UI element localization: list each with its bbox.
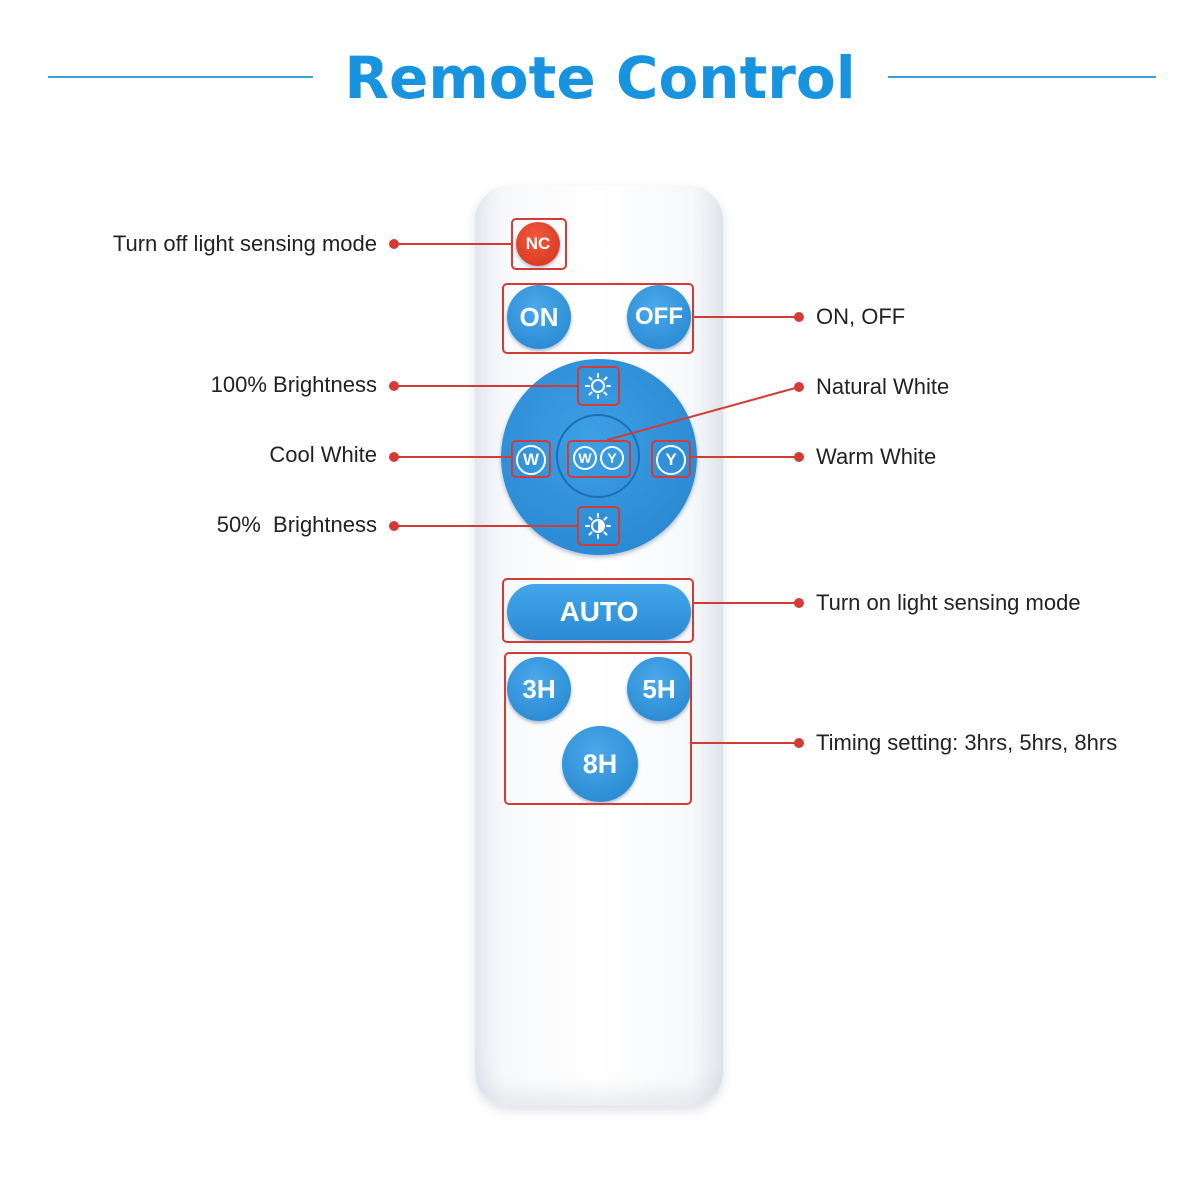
on-button[interactable]: ON <box>507 285 571 349</box>
sun-icon[interactable] <box>584 372 612 400</box>
callout-dot-nc <box>389 239 399 249</box>
natural-white-y-label: Y <box>607 450 617 466</box>
natural-white-w-label: W <box>578 450 592 466</box>
label-warm-white: Warm White <box>816 444 937 469</box>
callout-dot-brightness-50 <box>389 521 399 531</box>
nc-button[interactable]: NC <box>516 222 560 266</box>
callout-dot-cool-white <box>389 452 399 462</box>
natural-white-ring <box>556 414 640 498</box>
warm-white-button[interactable]: Y <box>656 445 686 475</box>
label-on-off: ON, OFF <box>816 304 906 329</box>
timer-5h-button[interactable]: 5H <box>627 657 691 721</box>
auto-button-label: AUTO <box>559 596 639 627</box>
label-turn-off-light-sensing: Turn off light sensing mode <box>112 231 377 256</box>
timer-5h-label: 5H <box>642 674 676 704</box>
off-button-label: OFF <box>635 303 683 330</box>
timer-8h-label: 8H <box>582 749 618 779</box>
highlight-nc <box>511 218 567 270</box>
title-rule-right <box>888 76 1156 78</box>
natural-white-button-y[interactable]: Y <box>600 446 624 470</box>
label-brightness-50: 50% Brightness <box>216 512 377 537</box>
auto-button[interactable]: AUTO <box>507 584 691 640</box>
highlight-auto <box>502 578 694 643</box>
warm-white-button-label: Y <box>665 450 677 469</box>
highlight-timer <box>504 652 692 805</box>
timer-8h-button[interactable]: 8H <box>562 726 638 802</box>
timer-3h-label: 3H <box>522 674 556 704</box>
cool-white-button-label: W <box>522 450 540 469</box>
callout-dot-timer <box>794 738 804 748</box>
highlight-brightness-50 <box>577 506 620 546</box>
on-button-label: ON <box>519 302 559 332</box>
highlight-on-off <box>502 283 694 354</box>
label-turn-on-light-sensing: Turn on light sensing mode <box>816 590 1081 615</box>
page-title: Remote Control <box>344 44 856 112</box>
cool-white-button[interactable]: W <box>516 445 546 475</box>
label-brightness-100: 100% Brightness <box>210 372 377 397</box>
half-sun-icon[interactable] <box>584 512 612 540</box>
highlight-warm-white <box>651 440 691 478</box>
callout-dot-natural-white <box>794 382 804 392</box>
title-rule-left <box>48 76 313 78</box>
callout-dot-auto <box>794 598 804 608</box>
highlight-natural-white <box>567 440 631 478</box>
highlight-cool-white <box>511 440 551 478</box>
nc-button-label: NC <box>525 234 551 253</box>
callout-dot-warm-white <box>794 452 804 462</box>
label-timing-setting: Timing setting: 3hrs, 5hrs, 8hrs <box>816 730 1118 755</box>
callout-line-natural-white <box>606 386 800 441</box>
timer-3h-button[interactable]: 3H <box>507 657 571 721</box>
highlight-brightness-100 <box>577 366 620 406</box>
label-cool-white: Cool White <box>269 442 377 467</box>
callout-dot-on-off <box>794 312 804 322</box>
callout-dot-brightness-100 <box>389 381 399 391</box>
label-natural-white: Natural White <box>816 374 950 399</box>
off-button[interactable]: OFF <box>627 285 691 349</box>
natural-white-button-w[interactable]: W <box>573 446 597 470</box>
